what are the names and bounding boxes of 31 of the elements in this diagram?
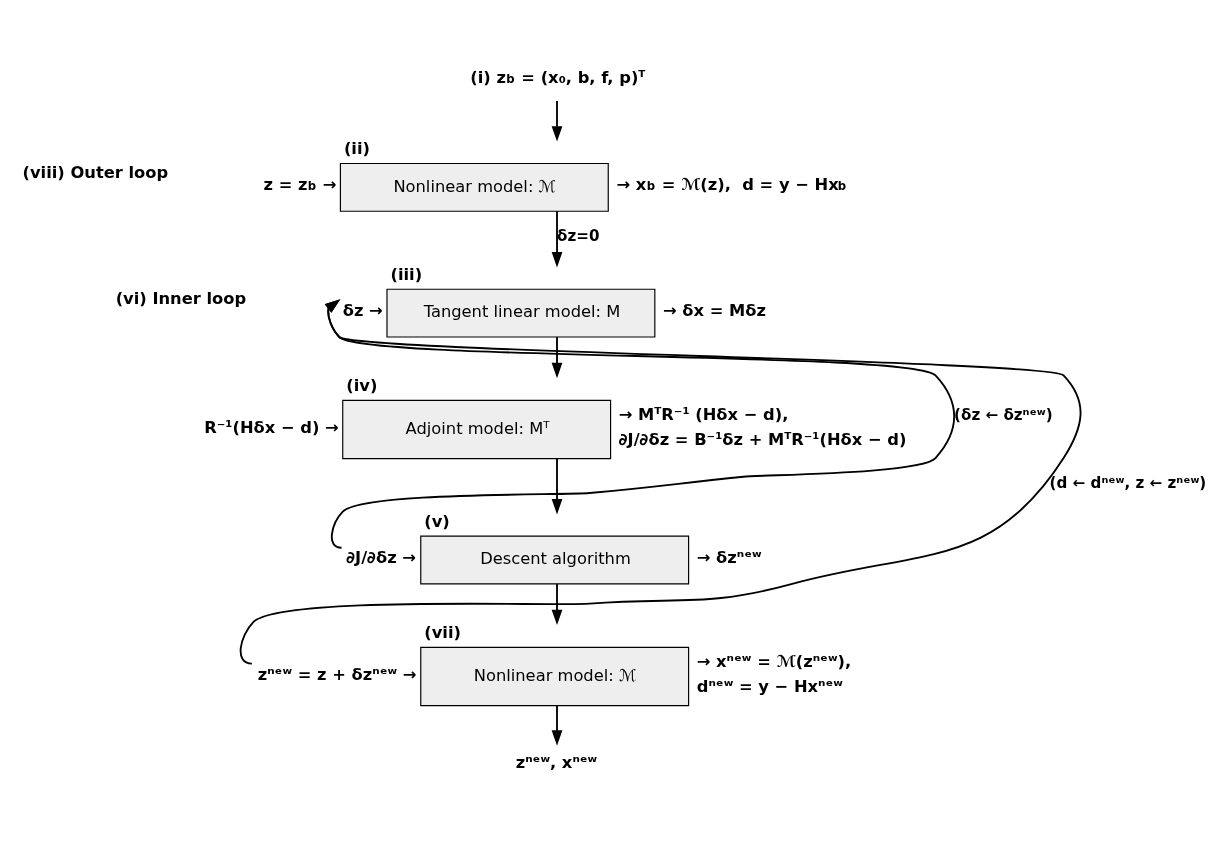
label: (viii) Outer loop <box>22 162 169 182</box>
node-label: → xb = ℳ(z), d = y − Hxb <box>616 174 846 194</box>
arrow <box>551 456 563 514</box>
node-label: → MᵀR⁻¹ (Hδx − d), <box>618 404 789 424</box>
node-label: (iii) <box>390 264 423 284</box>
arrow <box>551 704 563 746</box>
node-label: dⁿᵉʷ = y − Hxⁿᵉʷ <box>696 676 843 696</box>
node-label: → xⁿᵉʷ = ℳ(zⁿᵉʷ), <box>696 651 852 671</box>
node-label: (v) <box>424 511 450 531</box>
node-text: zⁿᵉʷ, xⁿᵉʷ <box>515 752 598 772</box>
node-label: δz → <box>342 300 383 320</box>
node-label: (vii) <box>424 622 461 642</box>
node-text: (i) zb = (x₀, b, f, p)ᵀ <box>470 67 646 87</box>
node-label: zⁿᵉʷ = z + δzⁿᵉʷ → <box>257 664 417 684</box>
arrow <box>324 298 956 549</box>
arrow <box>551 335 563 378</box>
node-label: → δzⁿᵉʷ <box>696 547 762 567</box>
node-label: R⁻¹(Hδx − d) → <box>204 417 339 437</box>
arrow <box>551 99 563 142</box>
arrow <box>239 298 1082 665</box>
edge-label: (d ← dⁿᵉʷ, z ← zⁿᵉʷ) <box>1049 473 1207 492</box>
node-label: (iv) <box>346 375 378 395</box>
label: (vi) Inner loop <box>115 288 247 308</box>
node-label: z = zb → <box>263 174 337 194</box>
node-label: ∂J/∂δz → <box>346 547 416 567</box>
arrow <box>551 209 563 267</box>
node-label: (ii) <box>343 138 370 158</box>
node-label: → δx = Mδz <box>662 300 766 320</box>
edge-label: (δz ← δzⁿᵉʷ) <box>954 405 1053 424</box>
arrow <box>551 582 563 625</box>
node-label: ∂J/∂δz = B⁻¹δz + MᵀR⁻¹(Hδx − d) <box>618 429 907 449</box>
